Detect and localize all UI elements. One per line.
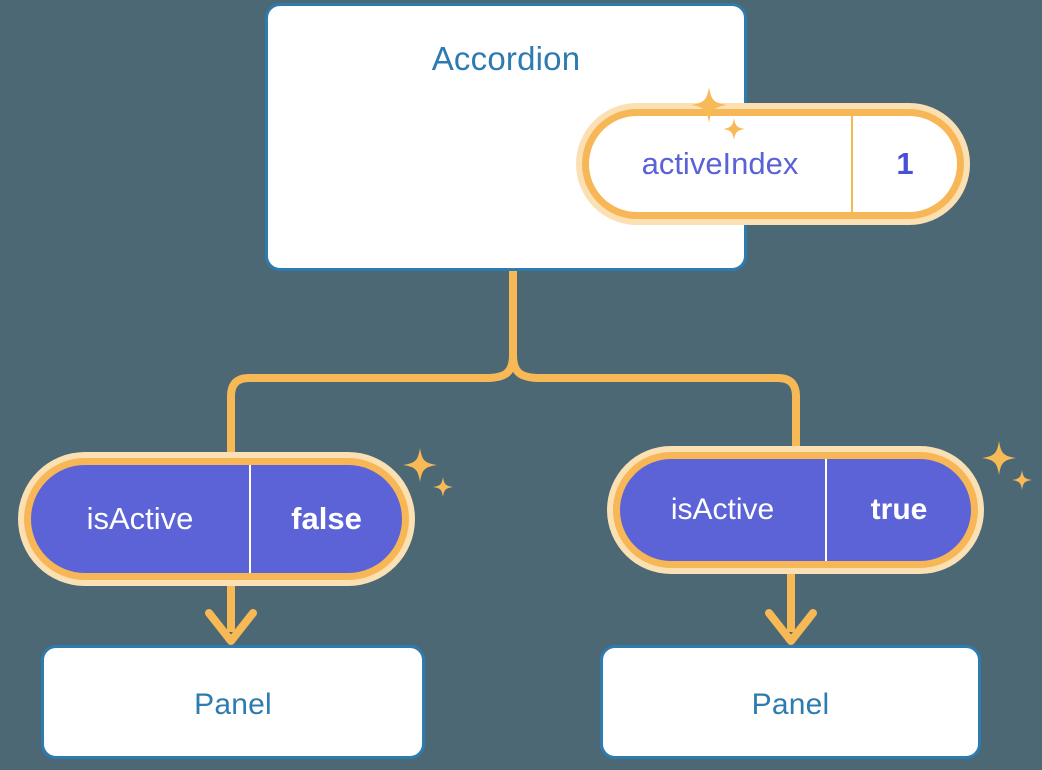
connector-root-to-left <box>227 266 517 459</box>
state-pill-body: activeIndex 1 <box>589 116 957 212</box>
state-pill-divider <box>825 459 827 561</box>
state-pill-divider <box>851 116 853 212</box>
component-card-accordion[interactable]: Accordion activeIndex 1 <box>265 3 970 271</box>
arrow-down-icon-right <box>765 572 817 645</box>
connector-root-to-right <box>509 266 800 459</box>
state-pill-isactive-right[interactable]: isActive true <box>607 446 984 574</box>
state-pill-key-isactive-right: isActive <box>670 493 775 526</box>
state-pill-key-isactive-left: isActive <box>86 501 194 536</box>
component-title-panel-left: Panel <box>194 688 272 721</box>
component-card-panel-right[interactable]: Panel <box>600 645 981 759</box>
sparkles-icon-right <box>982 441 1032 490</box>
state-pill-ring: isActive false <box>24 458 409 580</box>
state-pill-isactive-left[interactable]: isActive false <box>18 452 415 586</box>
state-pill-value-isactive-left: false <box>291 501 362 536</box>
sparkles-icon-left <box>403 448 453 497</box>
component-title-panel-right: Panel <box>751 688 830 721</box>
state-pill-body: isActive false <box>31 465 402 573</box>
state-pill-body: isActive true <box>620 459 971 561</box>
component-title-accordion: Accordion <box>431 40 581 77</box>
arrow-down-icon-left <box>205 583 257 645</box>
state-pill-value-activeindex: 1 <box>896 146 914 181</box>
state-pill-value-isactive-right: true <box>870 493 928 526</box>
state-pill-key-activeindex: activeIndex <box>641 146 799 181</box>
state-pill-divider <box>249 465 251 573</box>
state-pill-activeindex[interactable]: activeIndex 1 <box>576 103 970 225</box>
sparkles-icon-root <box>691 87 745 140</box>
state-pill-ring: activeIndex 1 <box>582 109 964 219</box>
state-pill-ring: isActive true <box>613 452 978 568</box>
component-card-panel-left[interactable]: Panel <box>41 645 425 759</box>
